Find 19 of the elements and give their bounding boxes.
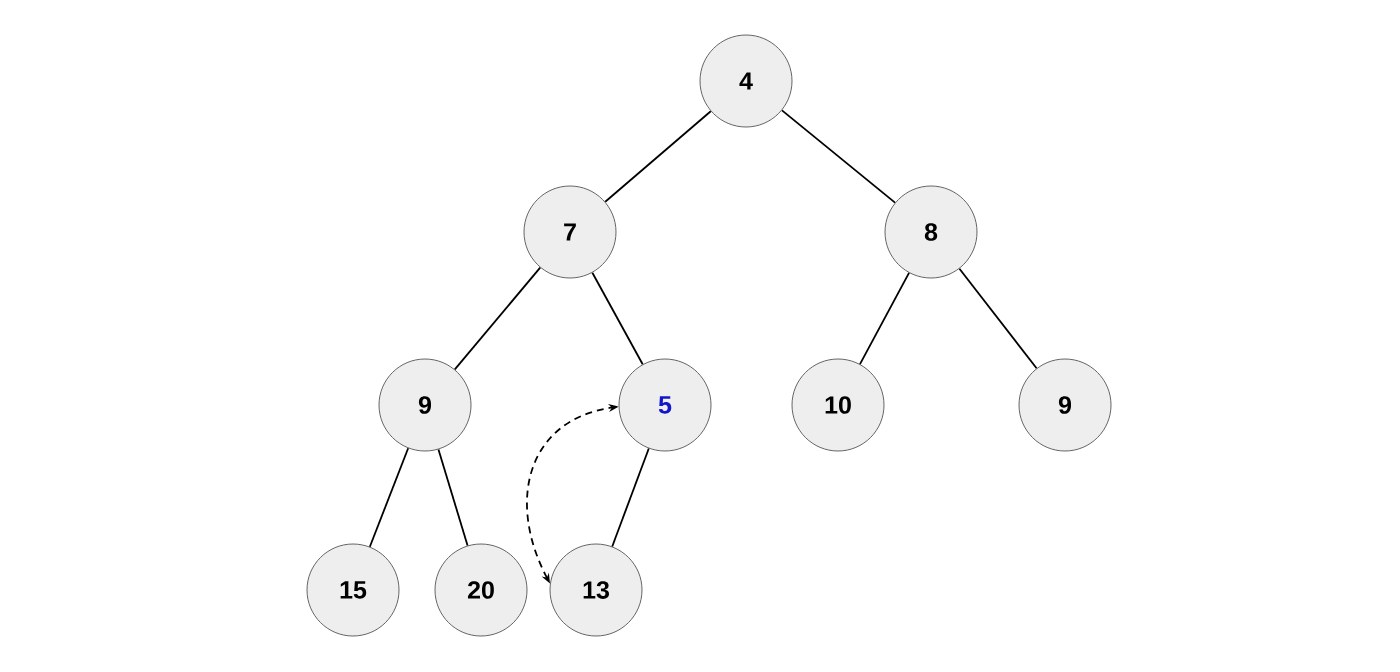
connector-line (859, 272, 910, 365)
connector-line (604, 110, 712, 203)
connector-line (591, 271, 644, 366)
tree-node: 15 (306, 543, 400, 637)
connector-line (781, 109, 896, 204)
connector-line (437, 448, 469, 547)
connector-line (453, 266, 542, 371)
tree-node: 13 (549, 543, 643, 637)
tree-node: 4 (699, 34, 793, 128)
tree-node: 9 (378, 358, 472, 452)
tree-node: 10 (791, 358, 885, 452)
connector-line (958, 267, 1038, 370)
tree-node: 5 (618, 358, 712, 452)
connector-line (611, 447, 650, 548)
connector-line (368, 447, 410, 548)
tree-node: 20 (434, 543, 528, 637)
tree-node: 8 (884, 185, 978, 279)
tree-node: 7 (523, 185, 617, 279)
tree-node: 9 (1018, 358, 1112, 452)
